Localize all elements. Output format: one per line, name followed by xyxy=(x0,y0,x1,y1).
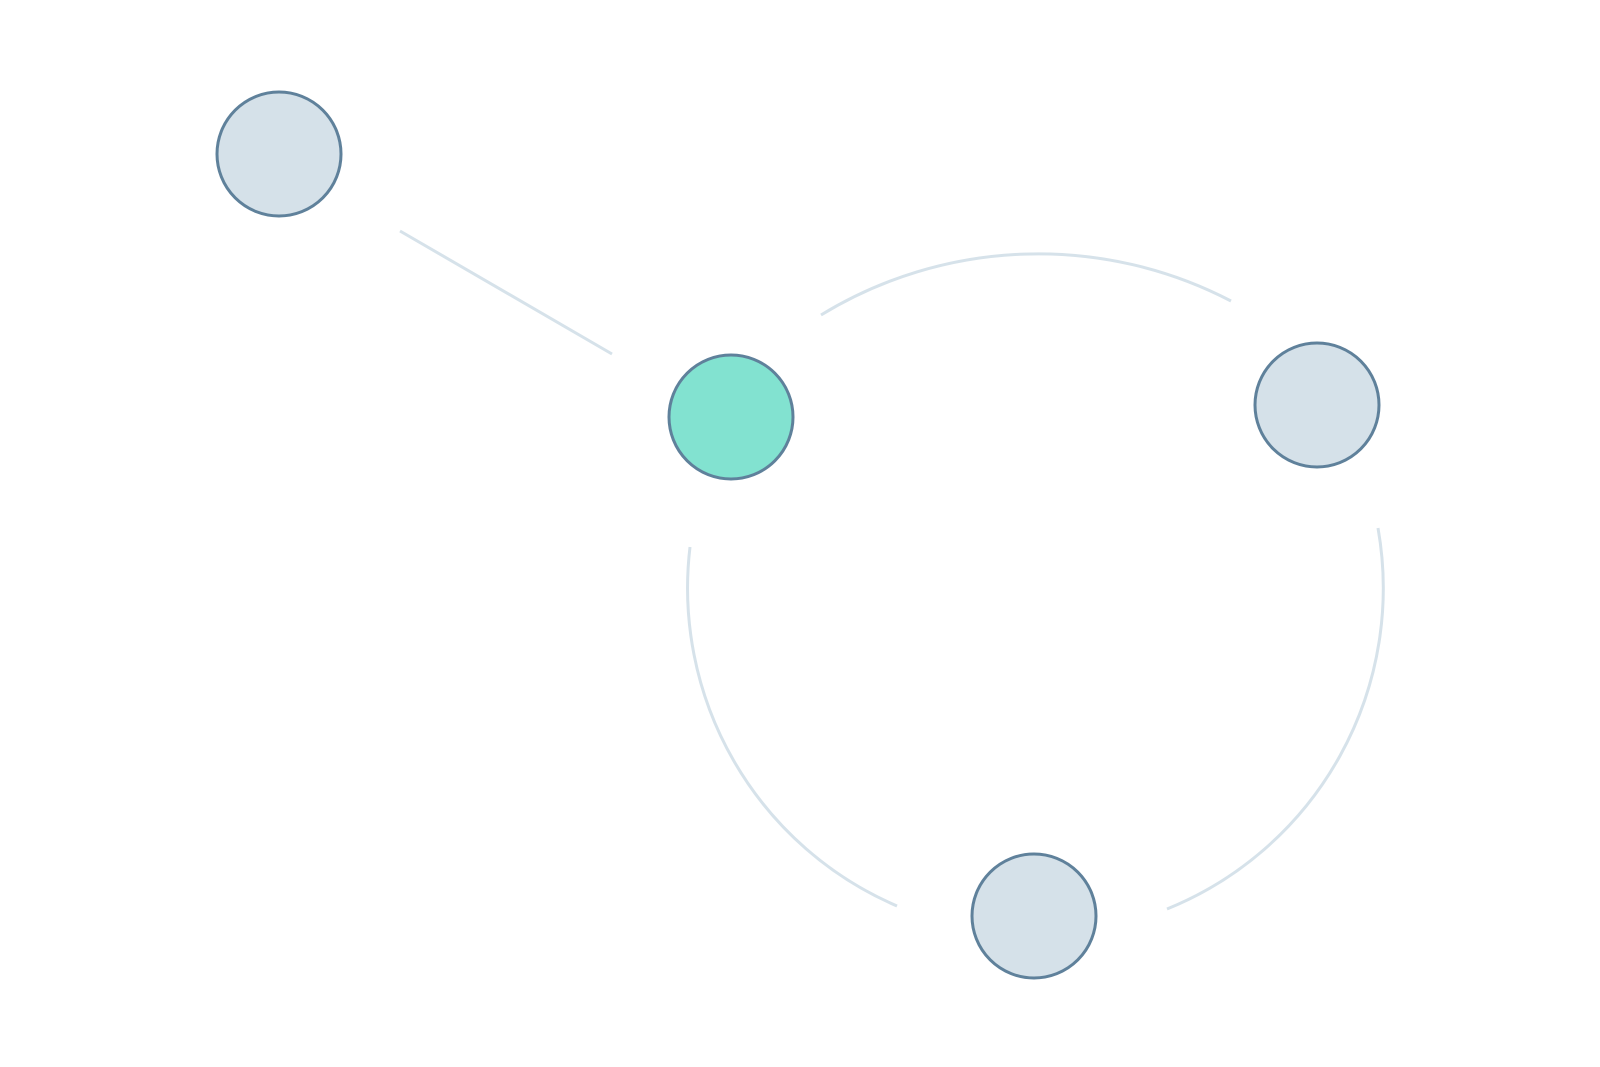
edge-top-left-to-center xyxy=(399,229,613,356)
node-bottom xyxy=(970,852,1098,980)
edge-center-to-bottom xyxy=(686,546,898,908)
edge-bottom-to-right xyxy=(1166,527,1385,911)
node-center xyxy=(667,353,795,481)
node-top-left xyxy=(215,90,343,218)
node-right xyxy=(1253,341,1381,469)
edge-center-to-right xyxy=(820,252,1232,317)
